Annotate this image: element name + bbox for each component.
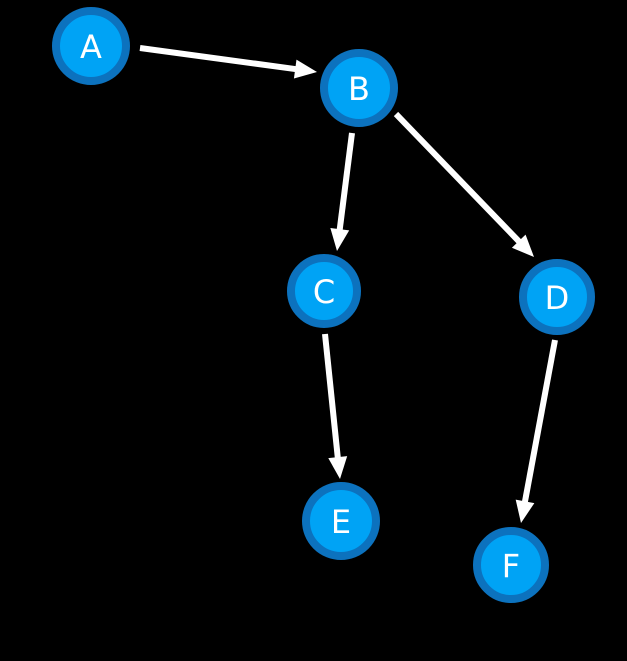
edge-line: [521, 339, 558, 504]
arrowhead-icon: [515, 499, 535, 523]
arrowhead-icon: [330, 227, 350, 251]
node-circle[interactable]: [52, 7, 130, 85]
node-label: D: [545, 279, 570, 317]
node-circle[interactable]: [519, 259, 595, 335]
graph-node-c[interactable]: C: [287, 254, 361, 328]
graph-node-d[interactable]: D: [519, 259, 595, 335]
nodes-layer: A B C D E F: [52, 7, 595, 603]
node-circle[interactable]: [473, 527, 549, 603]
arrowhead-icon: [511, 234, 534, 257]
arrowhead-icon: [293, 59, 317, 79]
arrowhead-icon: [328, 456, 348, 479]
graph-edge-b-c: [330, 132, 355, 251]
edge-line: [322, 333, 341, 460]
graph-edge-c-e: [322, 333, 348, 479]
node-label: E: [331, 503, 351, 541]
node-label: F: [502, 547, 520, 585]
node-label: C: [313, 273, 335, 311]
graph-edge-d-f: [515, 339, 558, 523]
graph-node-a[interactable]: A: [52, 7, 130, 85]
node-label: A: [80, 28, 102, 66]
graph-node-b[interactable]: B: [320, 49, 398, 127]
edges-layer: [139, 45, 558, 523]
edge-line: [336, 132, 355, 232]
graph-node-e[interactable]: E: [302, 482, 380, 560]
graph-node-f[interactable]: F: [473, 527, 549, 603]
node-label: B: [348, 70, 370, 108]
graph-edge-a-b: [139, 45, 317, 79]
node-circle[interactable]: [302, 482, 380, 560]
node-circle[interactable]: [287, 254, 361, 328]
graph-edge-b-d: [393, 111, 534, 257]
edge-line: [139, 45, 298, 73]
edge-line: [393, 111, 523, 245]
node-circle[interactable]: [320, 49, 398, 127]
